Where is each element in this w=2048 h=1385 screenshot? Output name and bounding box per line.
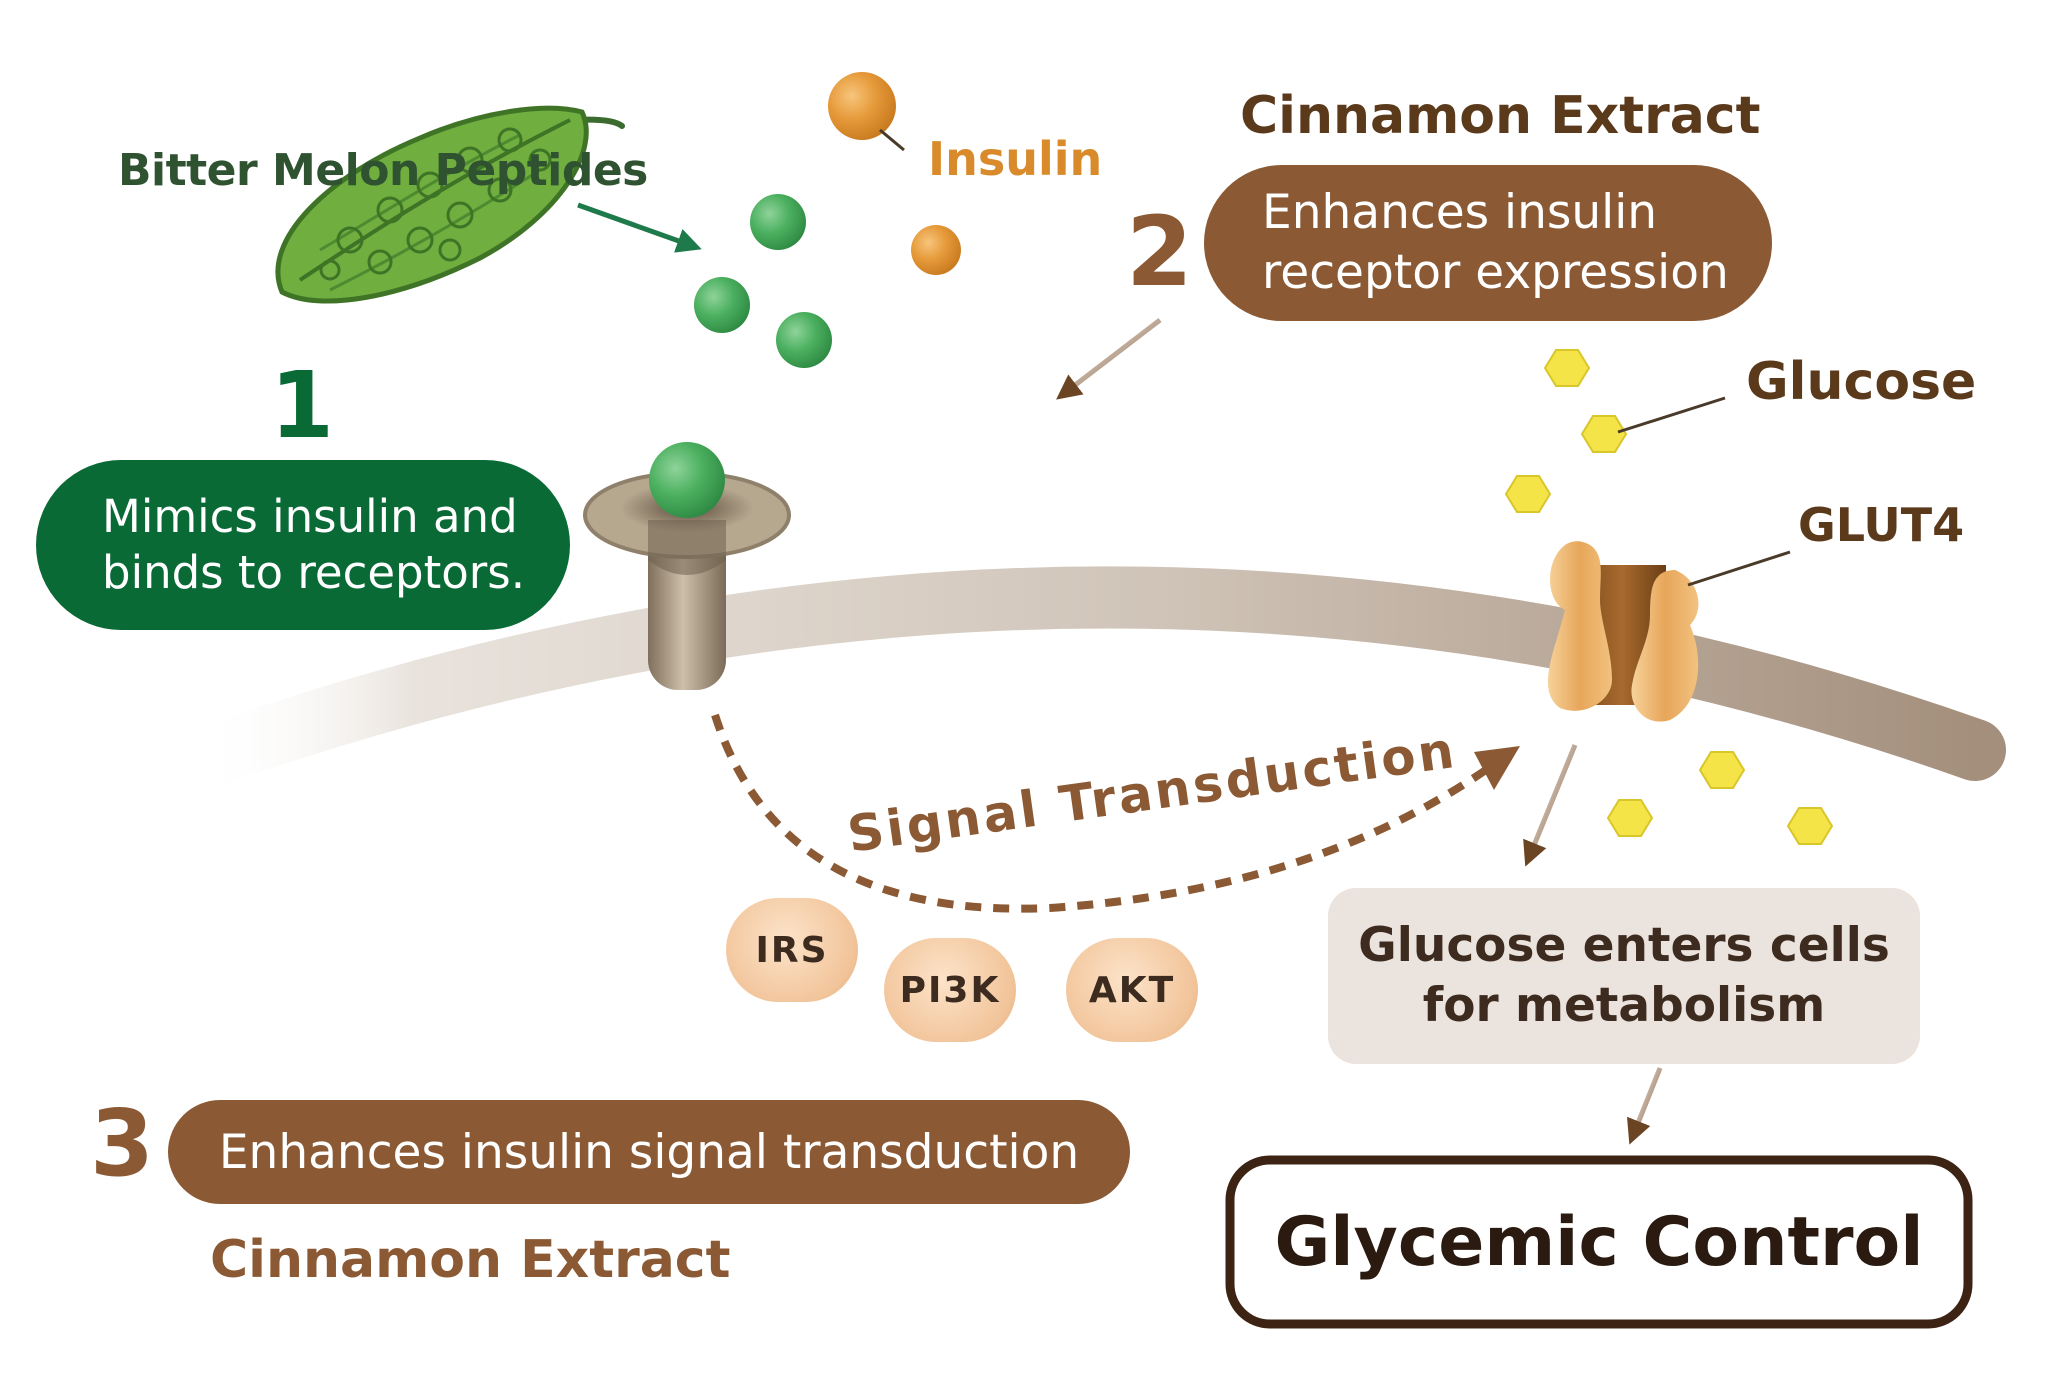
step-3-number: 3 bbox=[90, 1090, 155, 1197]
glut4-label: GLUT4 bbox=[1798, 498, 1965, 552]
step-2-pill: Enhances insulin receptor expression bbox=[1204, 165, 1772, 321]
insulin-receptor-icon bbox=[583, 442, 791, 690]
insulin-molecule-icon bbox=[828, 72, 961, 275]
cinnamon-extract-top-label: Cinnamon Extract bbox=[1240, 86, 1761, 146]
peptide-molecule-icon bbox=[694, 194, 832, 368]
arrow-icon bbox=[1056, 318, 1162, 400]
enzyme-akt-label: AKT bbox=[1088, 969, 1176, 1011]
bitter-melon-label: Bitter Melon Peptides bbox=[118, 145, 648, 196]
glut4-transporter-icon bbox=[1547, 541, 1791, 722]
metabolism-text-line-2: for metabolism bbox=[1422, 978, 1826, 1033]
metabolism-text-line-1: Glucose enters cells bbox=[1358, 918, 1890, 973]
signal-transduction-path bbox=[711, 713, 1503, 913]
step-2-text-line-2: receptor expression bbox=[1262, 245, 1729, 300]
step-2-number: 2 bbox=[1126, 196, 1193, 308]
step-3-pill: Enhances insulin signal transduction bbox=[168, 1100, 1130, 1204]
step-1-pill: Mimics insulin and binds to receptors. bbox=[36, 460, 570, 630]
enzyme-irs: IRS bbox=[726, 898, 858, 1002]
enzyme-akt: AKT bbox=[1066, 938, 1198, 1042]
metabolism-box bbox=[1328, 888, 1920, 1064]
cinnamon-extract-bottom-label: Cinnamon Extract bbox=[210, 1230, 731, 1290]
step-3-text: Enhances insulin signal transduction bbox=[218, 1124, 1080, 1180]
step-1-number: 1 bbox=[270, 352, 335, 459]
step-1-text-line-2: binds to receptors. bbox=[102, 546, 525, 599]
enzyme-irs-label: IRS bbox=[755, 929, 829, 971]
metabolism-text: Glucose enters cells for metabolism bbox=[1328, 888, 1920, 1064]
arrow-icon bbox=[1627, 1067, 1663, 1145]
arrow-icon bbox=[577, 202, 702, 253]
enzyme-pi3k: PI3K bbox=[884, 938, 1016, 1042]
bitter-melon-icon bbox=[275, 105, 625, 304]
glucose-pointer bbox=[1617, 396, 1726, 434]
arrow-icon bbox=[1523, 744, 1578, 867]
glucose-hexagon-icon bbox=[1504, 349, 1834, 845]
cell-membrane bbox=[169, 566, 2006, 791]
step-2-text-line-1: Enhances insulin bbox=[1262, 185, 1658, 240]
enzyme-pi3k-label: PI3K bbox=[899, 969, 1001, 1011]
glycemic-control-box bbox=[1225, 1155, 1973, 1329]
glucose-label: Glucose bbox=[1746, 352, 1977, 412]
arrow-icon bbox=[1474, 746, 1520, 790]
glycemic-control-label: Glycemic Control bbox=[1274, 1202, 1924, 1282]
glycemic-control-text: Glycemic Control bbox=[1230, 1160, 1968, 1324]
insulin-label: Insulin bbox=[928, 132, 1103, 186]
step-1-text-line-1: Mimics insulin and bbox=[102, 490, 518, 543]
